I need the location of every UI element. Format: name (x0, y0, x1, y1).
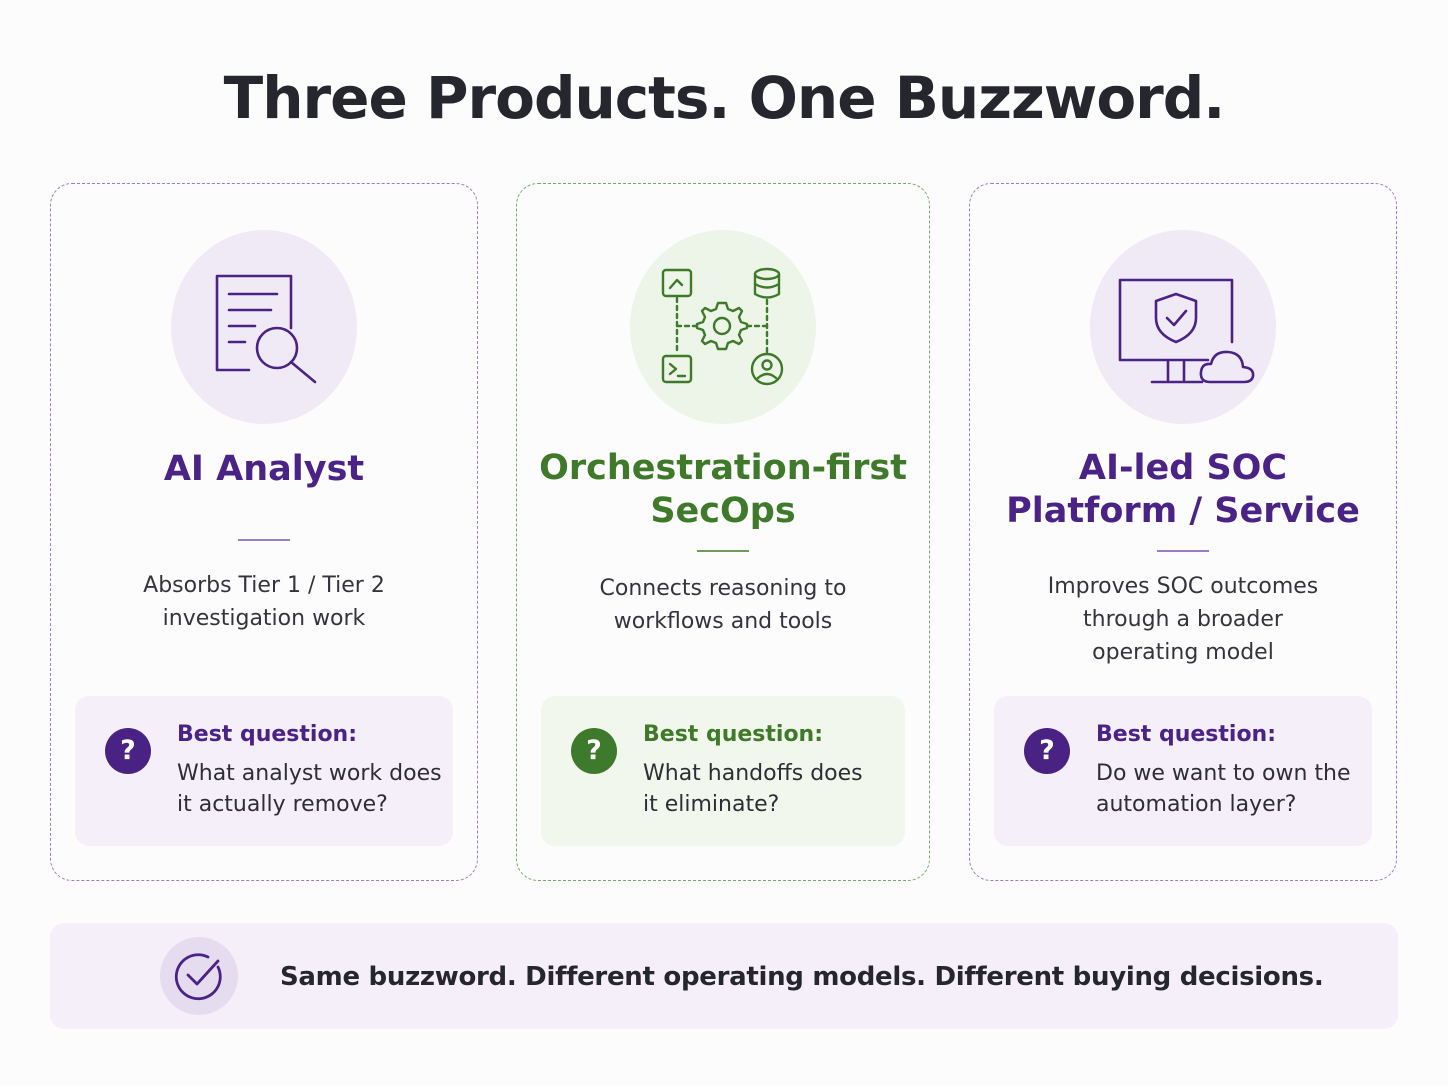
check-circle-icon (160, 937, 238, 1015)
question-label: Best question: (1096, 722, 1277, 747)
summary-text: Same buzzword. Different operating model… (280, 962, 1324, 992)
card-title: AI Analyst (163, 449, 365, 489)
card-ai-analyst: AI Analyst Absorbs Tier 1 / Tier 2 inves… (50, 183, 478, 881)
page-title: Three Products. One Buzzword. (223, 64, 1226, 132)
card-description: Absorbs Tier 1 / Tier 2 investigation wo… (143, 573, 385, 631)
card-title: Orchestration-first SecOps (539, 448, 907, 531)
question-label: Best question: (177, 722, 358, 747)
question-label: Best question: (643, 722, 824, 747)
card-title: AI-led SOC Platform / Service (1006, 448, 1360, 531)
monitor-shield-cloud-icon (1118, 278, 1255, 384)
best-question-box: ? Best question: What analyst work does … (75, 696, 453, 846)
question-text: What handoffs does it eliminate? (643, 761, 863, 817)
icon-circle (1090, 230, 1276, 424)
divider (238, 539, 290, 541)
card-orchestration-secops: Orchestration-first SecOps Connects reas… (516, 183, 930, 881)
question-icon: ? (571, 728, 617, 774)
document-search-icon (215, 274, 317, 384)
question-text: What analyst work does it actually remov… (177, 761, 442, 817)
question-icon: ? (1024, 728, 1070, 774)
divider (1157, 550, 1209, 552)
card-description: Connects reasoning to workflows and tool… (599, 576, 847, 634)
icon-circle (630, 230, 816, 424)
summary-banner: Same buzzword. Different operating model… (50, 923, 1398, 1029)
divider (697, 550, 749, 552)
question-icon: ? (105, 728, 151, 774)
orchestration-gear-icon (661, 267, 784, 386)
card-ai-led-soc: AI-led SOC Platform / Service Improves S… (969, 183, 1397, 881)
best-question-box: ? Best question: What handoffs does it e… (541, 696, 905, 846)
icon-circle (171, 230, 357, 424)
question-text: Do we want to own the automation layer? (1096, 761, 1351, 817)
best-question-box: ? Best question: Do we want to own the a… (994, 696, 1372, 846)
card-description: Improves SOC outcomes through a broader … (1047, 574, 1319, 665)
